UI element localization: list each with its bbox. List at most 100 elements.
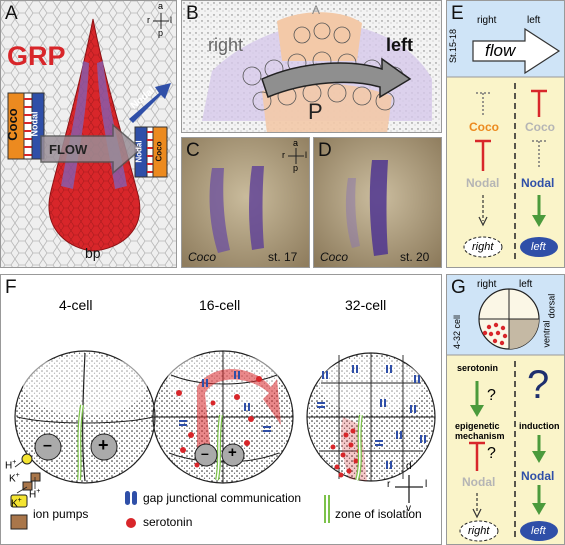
- g-q1: ?: [487, 387, 496, 404]
- compass-a: a: [158, 1, 164, 11]
- bp-label: bp: [85, 245, 101, 261]
- f-compass-l: l: [425, 479, 428, 490]
- g-nodal-left: Nodal: [521, 469, 555, 483]
- e-outcome-left-label: left: [531, 241, 546, 253]
- e-right-outcome: [463, 236, 503, 258]
- e-nodal-right: Nodal: [466, 176, 500, 190]
- embryo-16cell: [152, 350, 294, 484]
- embryo-32cell: [306, 352, 436, 482]
- f-compass-r: r: [387, 479, 391, 490]
- legend-ion-pump-icon: [10, 494, 28, 508]
- e-header: [447, 1, 564, 77]
- panel-e-drawing: [447, 27, 564, 263]
- c-stage-label: st. 17: [268, 250, 298, 264]
- panel-e-letter: E: [451, 3, 464, 24]
- e-coco-left: Coco: [525, 120, 555, 134]
- b-right-label: right: [208, 35, 244, 55]
- coco-label-right: Coco: [4, 108, 20, 141]
- cell32-label: 32-cell: [345, 297, 387, 313]
- legend-ion-pumps-label: ion pumps: [33, 507, 89, 521]
- nodal-arrow: [129, 83, 171, 123]
- g-q3: ?: [527, 363, 550, 407]
- g-outcome-left-label: left: [531, 525, 546, 537]
- flow-label: FLOW: [49, 142, 88, 157]
- c-compass-l: l: [305, 150, 307, 160]
- e-flow-arrow: [472, 27, 561, 75]
- g-outcome-right-label: right: [468, 525, 490, 537]
- g-left-header: left: [519, 279, 533, 290]
- legend-gap-label: gap junctional communication: [143, 491, 302, 505]
- cell4-minus: –: [43, 437, 52, 454]
- e-flow-label: flow: [485, 41, 516, 60]
- b-left-label: left: [386, 35, 413, 55]
- embryo-4cell: [14, 350, 156, 494]
- coco-label-left: Coco: [154, 141, 164, 162]
- c-compass-p: p: [293, 163, 299, 173]
- g-mechanism-label: mechanism: [455, 431, 505, 441]
- legend-serotonin-label: serotonin: [143, 515, 193, 529]
- g-right-header: right: [477, 279, 497, 290]
- panel-d-letter: D: [318, 140, 332, 161]
- e-left-outcome: [520, 237, 558, 257]
- panel-b-letter: B: [186, 3, 199, 24]
- potassium-label-2: K+: [11, 497, 22, 510]
- panel-d: D Coco st. 20: [313, 137, 442, 268]
- cell16-plus: +: [228, 444, 237, 461]
- c-compass-r: r: [282, 150, 285, 160]
- d-stage-label: st. 20: [400, 250, 430, 264]
- flow-arrow-3d: [261, 57, 412, 99]
- e-left-header: left: [527, 15, 541, 26]
- e-coco-right: Coco: [469, 120, 499, 134]
- b-anterior-label: A: [312, 3, 321, 17]
- g-dorsal-label: dorsal: [546, 293, 557, 319]
- panel-f: F 4-cell 16-cell 32-cell – + – + H+ K+ H…: [0, 274, 442, 545]
- b-posterior-label: P: [308, 99, 323, 124]
- panel-g-drawing: [447, 288, 564, 542]
- g-ventral-label: ventral: [541, 320, 552, 348]
- panel-c-image: [182, 138, 309, 267]
- c-gene-label: Coco: [188, 250, 217, 264]
- f-compass-v: v: [406, 503, 411, 514]
- g-q2: ?: [487, 445, 496, 462]
- nodal-label-right: Nodal: [29, 111, 40, 137]
- f-compass-d: d: [406, 461, 412, 472]
- grp-label: GRP: [7, 41, 66, 71]
- flow-arrow: [40, 123, 143, 175]
- legend-zone-label: zone of isolation: [335, 507, 422, 521]
- legend-serotonin-icon: [126, 518, 136, 528]
- panel-a-drawing: [1, 1, 176, 267]
- panel-f-drawing: [10, 350, 436, 530]
- proton-label-2: H+: [29, 488, 41, 501]
- panel-f-letter: F: [5, 277, 17, 298]
- cell16-label: 16-cell: [199, 297, 241, 313]
- d-gene-label: Coco: [320, 250, 349, 264]
- potassium-label-1: K+: [9, 472, 20, 485]
- legend-ion-pump-base-icon: [10, 514, 28, 530]
- g-left-outcome: [520, 521, 558, 541]
- panel-e: E right left St.15-18 flow Coco Nodal ri…: [446, 0, 565, 268]
- panel-g: G right left 4-32 cell ventral dorsal se…: [446, 274, 565, 545]
- e-outcome-right-label: right: [472, 241, 494, 253]
- e-nodal-left: Nodal: [521, 176, 555, 190]
- g-nodal-right: Nodal: [462, 475, 496, 489]
- g-serotonin-label: serotonin: [457, 363, 499, 373]
- panel-b-drawing: [182, 1, 441, 132]
- legend-gap-junction-icon: [125, 491, 137, 505]
- g-right-outcome: [459, 520, 499, 542]
- panel-g-letter: G: [451, 277, 466, 298]
- panel-d-image: [314, 138, 441, 267]
- g-epigenetic-label: epigenetic: [455, 421, 500, 431]
- e-right-header: right: [477, 15, 497, 26]
- panel-b: B right left A P: [181, 0, 442, 133]
- compass-p: p: [158, 28, 164, 38]
- g-induction-label: induction: [519, 421, 560, 431]
- nodal-label-left: Nodal: [134, 140, 144, 163]
- g-cell-label: 4-32 cell: [452, 314, 463, 350]
- compass-r: r: [147, 15, 150, 25]
- c-compass-a: a: [293, 138, 299, 148]
- proton-label-1: H+: [5, 459, 17, 472]
- panel-a: A GRP Coco Nodal FLOW Nodal Coco Nodal b…: [0, 0, 177, 268]
- coco-bar-left: [152, 126, 168, 178]
- cell16-minus: –: [201, 445, 209, 461]
- cell4-label: 4-cell: [59, 297, 93, 313]
